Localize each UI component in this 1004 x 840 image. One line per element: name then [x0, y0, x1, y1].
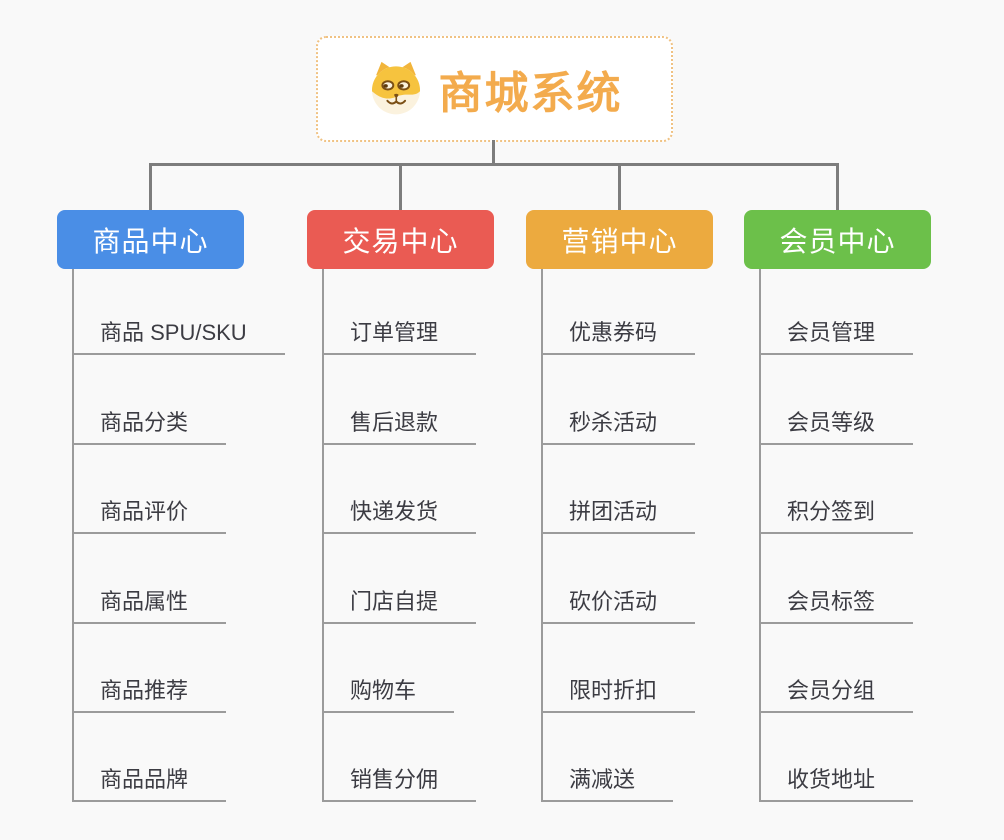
leaf-node[interactable]: 销售分佣: [322, 767, 477, 802]
leaf-node[interactable]: 会员等级: [759, 410, 914, 445]
connector-drop-trade: [399, 163, 402, 210]
branch-node-product-center[interactable]: 商品中心: [57, 210, 244, 269]
connector-horizontal: [149, 163, 839, 166]
branch-vline: [759, 269, 761, 802]
leaf-node[interactable]: 商品分类: [72, 410, 227, 445]
branch-node-member-center[interactable]: 会员中心: [744, 210, 931, 269]
leaf-node[interactable]: 限时折扣: [541, 678, 696, 713]
leaf-node[interactable]: 商品评价: [72, 499, 227, 534]
shiba-dog-icon: [371, 61, 420, 115]
leaf-node[interactable]: 商品 SPU/SKU: [72, 320, 285, 355]
branch-vline: [541, 269, 543, 802]
leaf-node[interactable]: 秒杀活动: [541, 410, 696, 445]
leaf-node[interactable]: 会员标签: [759, 589, 914, 624]
connector-drop-member: [836, 163, 839, 210]
connector-drop-product: [149, 163, 152, 210]
branch-vline: [322, 269, 324, 802]
branch-node-trade-center[interactable]: 交易中心: [307, 210, 494, 269]
leaf-node[interactable]: 拼团活动: [541, 499, 696, 534]
leaf-node[interactable]: 商品推荐: [72, 678, 227, 713]
root-node-label: 商城系统: [438, 69, 623, 118]
leaf-node[interactable]: 积分签到: [759, 499, 914, 534]
branch-product-center: 商品中心 商品 SPU/SKU 商品分类 商品评价 商品属性 商品推荐 商品品牌: [57, 210, 285, 810]
connector-root-stub: [492, 140, 495, 165]
branch-node-marketing-center[interactable]: 营销中心: [526, 210, 713, 269]
leaf-node[interactable]: 商品品牌: [72, 767, 227, 802]
leaf-node[interactable]: 售后退款: [322, 410, 477, 445]
branch-marketing-center: 营销中心 优惠券码 秒杀活动 拼团活动 砍价活动 限时折扣 满减送: [526, 210, 713, 810]
leaf-node[interactable]: 快递发货: [322, 499, 477, 534]
branch-vline: [72, 269, 74, 802]
leaf-node[interactable]: 会员分组: [759, 678, 914, 713]
leaf-node[interactable]: 收货地址: [759, 767, 914, 802]
branch-trade-center: 交易中心 订单管理 售后退款 快递发货 门店自提 购物车 销售分佣: [307, 210, 494, 810]
leaf-node[interactable]: 订单管理: [322, 320, 477, 355]
leaf-node[interactable]: 优惠券码: [541, 320, 696, 355]
leaf-node[interactable]: 商品属性: [72, 589, 227, 624]
leaf-node[interactable]: 砍价活动: [541, 589, 696, 624]
leaf-node[interactable]: 购物车: [322, 678, 455, 713]
leaf-node[interactable]: 满减送: [541, 767, 674, 802]
root-node[interactable]: 商城系统: [316, 36, 673, 142]
branch-member-center: 会员中心 会员管理 会员等级 积分签到 会员标签 会员分组 收货地址: [744, 210, 931, 810]
leaf-node[interactable]: 会员管理: [759, 320, 914, 355]
connector-drop-marketing: [618, 163, 621, 210]
leaf-node[interactable]: 门店自提: [322, 589, 477, 624]
